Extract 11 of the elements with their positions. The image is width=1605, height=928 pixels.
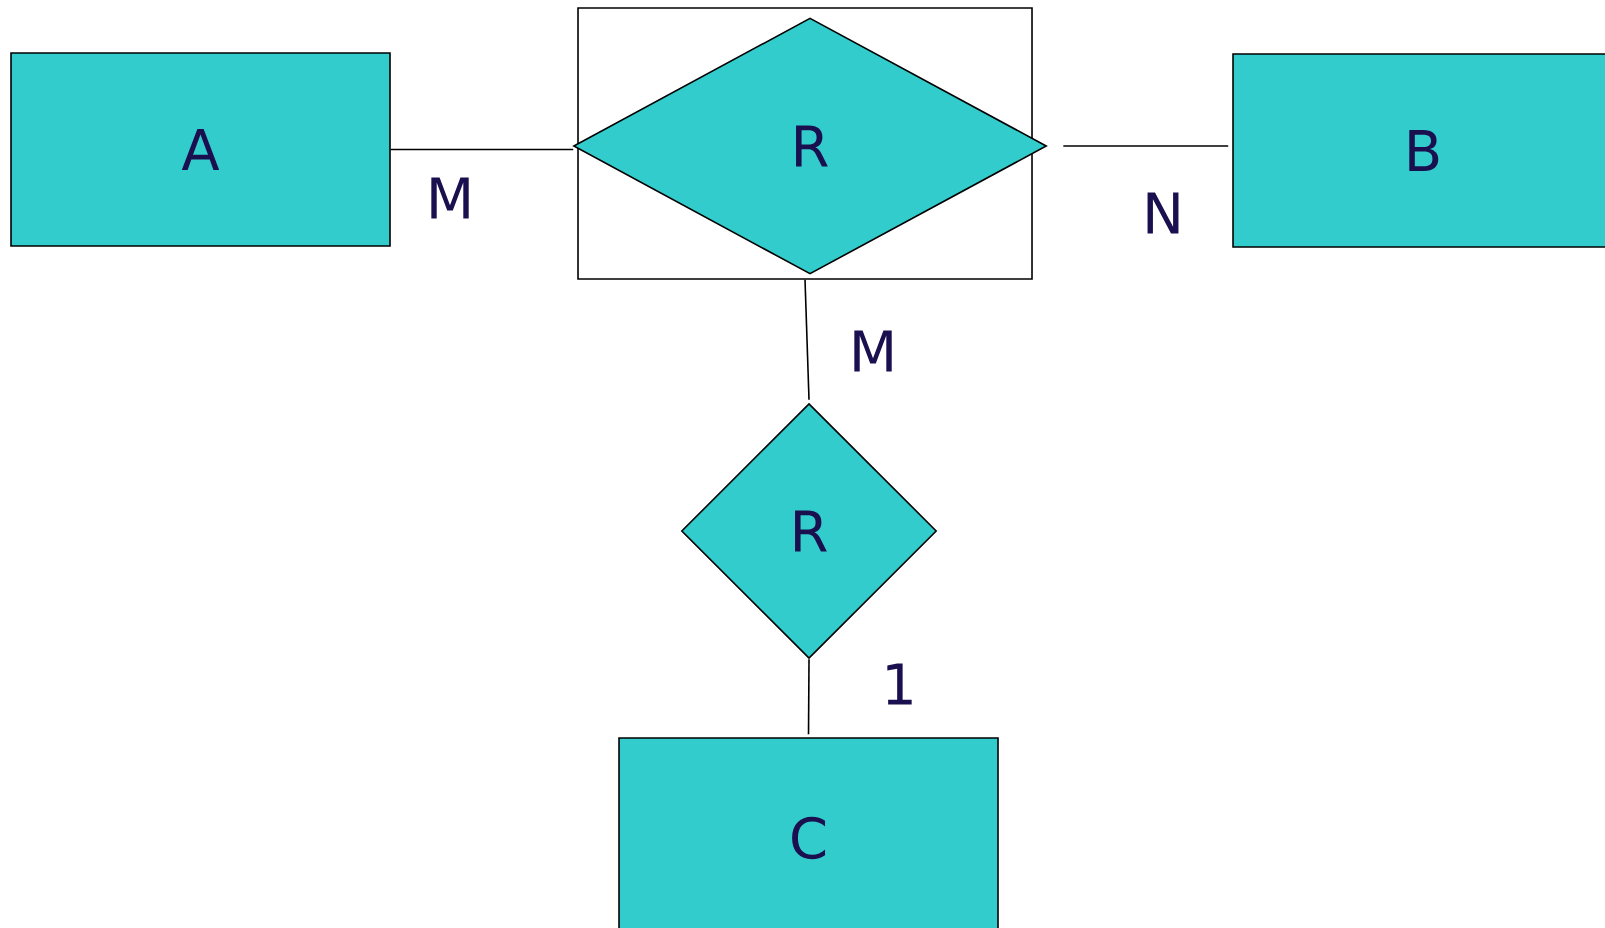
cardinality-label: M bbox=[431, 177, 469, 219]
connector-line bbox=[1062, 145, 1229, 147]
entity-box: A bbox=[10, 52, 391, 247]
cardinality-label: N bbox=[1147, 192, 1179, 234]
connector-line bbox=[804, 279, 810, 401]
cardinality-label: M bbox=[854, 330, 892, 372]
connector-line bbox=[807, 658, 810, 735]
cardinality-label: 1 bbox=[887, 663, 912, 705]
entity-box: C bbox=[618, 737, 999, 928]
entity-box: B bbox=[1232, 53, 1605, 248]
connector-line bbox=[390, 148, 574, 151]
